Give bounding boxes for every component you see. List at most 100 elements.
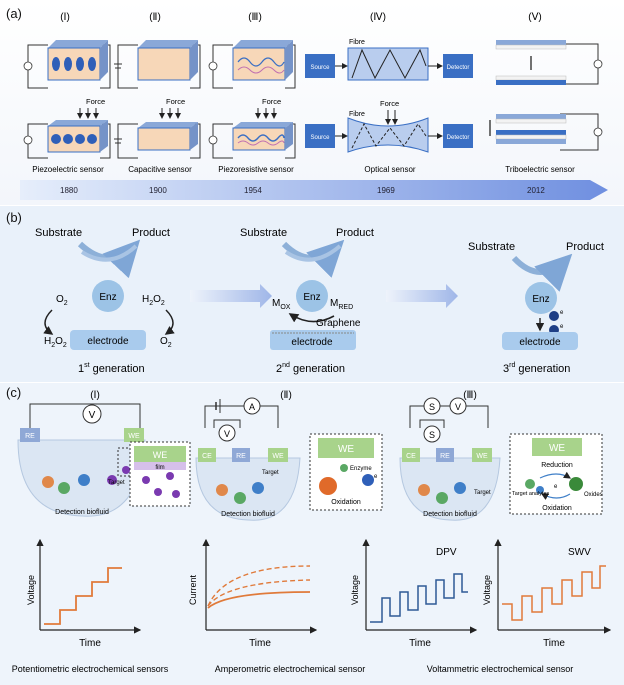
force-label-3: Force bbox=[262, 97, 281, 106]
electrode-label-2: electrode bbox=[291, 337, 333, 348]
electrode-2 bbox=[270, 330, 356, 350]
ylabel-plot-2: Current bbox=[188, 574, 198, 605]
detector-label-top: Detector bbox=[447, 65, 470, 71]
detector-label-bottom: Detector bbox=[447, 135, 470, 141]
we-label-2: WE bbox=[272, 453, 284, 460]
current-trace-dashed-2 bbox=[207, 579, 311, 607]
voltammetric-setup: (Ⅲ) S V S CE RE WE Detection biofluid Ta… bbox=[399, 390, 603, 521]
swv-label: SWV bbox=[568, 547, 591, 558]
electrode-label-3: electrode bbox=[519, 337, 561, 348]
current-trace-dashed-1 bbox=[207, 565, 311, 607]
source-meter-label-3b: S bbox=[429, 430, 435, 440]
panel-a-label: (a) bbox=[6, 6, 22, 21]
current-trace-solid bbox=[207, 591, 311, 609]
dpv-trace bbox=[370, 573, 468, 623]
electron-label-c3: e bbox=[554, 484, 558, 490]
substrate-1: Substrate bbox=[35, 227, 82, 239]
oxidation-label-3: Oxidation bbox=[542, 505, 572, 512]
c-roman-1: (Ⅰ) bbox=[90, 390, 100, 401]
we-electrode-1 bbox=[124, 428, 144, 442]
sensor-name-optical: Optical sensor bbox=[364, 165, 415, 174]
year-1969: 1969 bbox=[377, 186, 395, 195]
product-2: Product bbox=[336, 227, 374, 239]
h2o2-label-1b: H2O2 bbox=[44, 336, 67, 349]
voltmeter-2 bbox=[218, 424, 236, 442]
plot-dpv: Voltage Time DPV bbox=[350, 538, 478, 649]
detector-box-top bbox=[443, 54, 473, 78]
graphene-label: Graphene bbox=[316, 318, 361, 329]
re-label-2: RE bbox=[236, 453, 246, 460]
arrow-substrate-product-3 bbox=[511, 253, 573, 292]
voltmeter-label-3: V bbox=[455, 402, 461, 412]
panel-c-label: (c) bbox=[6, 385, 21, 400]
target-label-3: Target bbox=[474, 490, 491, 496]
ylabel-plot-3: Voltage bbox=[350, 575, 360, 605]
year-1900: 1900 bbox=[149, 186, 167, 195]
target-label-1: Target bbox=[108, 480, 125, 486]
source-label-top: Source bbox=[310, 65, 330, 71]
plot-potentiometric: Voltage Time bbox=[26, 538, 142, 649]
panel-a: (a) (Ⅰ) (Ⅱ) (Ⅲ) (Ⅳ) (Ⅴ) bbox=[0, 0, 624, 205]
generation-2: Substrate Product Enz MOX MRED Graphene … bbox=[240, 227, 374, 375]
we-label-3: WE bbox=[476, 453, 488, 460]
c-roman-3: (Ⅲ) bbox=[463, 390, 477, 401]
caption-amperometric: Amperometric electrochemical sensor bbox=[215, 664, 366, 674]
electron-label-c2: e bbox=[374, 474, 378, 480]
ce-label-2: CE bbox=[202, 453, 212, 460]
product-3: Product bbox=[566, 241, 604, 253]
year-2012: 2012 bbox=[527, 186, 545, 195]
year-1954: 1954 bbox=[244, 186, 262, 195]
ammeter bbox=[243, 397, 261, 415]
force-label-1: Force bbox=[86, 97, 105, 106]
enzyme-label: Enzyme bbox=[350, 466, 372, 472]
re-label-3: RE bbox=[440, 453, 450, 460]
detection-label-1: Detection biofluid bbox=[55, 509, 109, 516]
ammeter-label: A bbox=[249, 402, 255, 412]
voltmeter-label-1: V bbox=[89, 410, 96, 421]
panel-a-background bbox=[0, 0, 624, 205]
voltmeter-3 bbox=[449, 397, 467, 415]
sensor-name-capacitive: Capacitive sensor bbox=[128, 165, 192, 174]
enzyme-circle-2 bbox=[296, 280, 328, 312]
source-meter-3 bbox=[423, 397, 441, 415]
gen-label-2: 2nd generation bbox=[276, 362, 345, 375]
col-label-2: (Ⅱ) bbox=[149, 12, 161, 23]
potentiometric-setup: (Ⅰ) V RE WE Detection biofluid Target WE… bbox=[17, 390, 191, 517]
source-box-bottom bbox=[305, 124, 335, 148]
force-label-2: Force bbox=[166, 97, 185, 106]
plot-amperometric: Current Time bbox=[188, 538, 318, 649]
optical-diagram-top: Source Fibre Detector bbox=[305, 39, 473, 81]
re-label-1: RE bbox=[25, 433, 35, 440]
electron-label-2: e bbox=[560, 324, 564, 330]
caption-potentiometric: Potentiometric electrochemical sensors bbox=[12, 664, 169, 674]
film-label: film bbox=[155, 465, 164, 471]
c-roman-2: (Ⅱ) bbox=[280, 390, 292, 401]
year-1880: 1880 bbox=[60, 186, 78, 195]
staircase-trace bbox=[44, 567, 122, 625]
caption-voltammetric: Voltammetric electrochemical sensor bbox=[427, 664, 574, 674]
we-label-1: WE bbox=[128, 433, 140, 440]
voltmeter-label-2: V bbox=[224, 429, 230, 439]
piezoelectric-diagram-bottom bbox=[23, 108, 111, 159]
dpv-label: DPV bbox=[436, 547, 457, 558]
timeline-arrow bbox=[20, 180, 608, 200]
xlabel-plot-4: Time bbox=[543, 638, 565, 649]
fibre-label-bottom: Fibre bbox=[349, 111, 365, 118]
piezoresistive-diagram-bottom bbox=[208, 108, 296, 159]
o2-label-1: O2 bbox=[56, 294, 68, 307]
ce-label-3: CE bbox=[406, 453, 416, 460]
panel-b-label: (b) bbox=[6, 210, 22, 225]
fibre-label-top: Fibre bbox=[349, 39, 365, 46]
gen-arrow-2 bbox=[386, 284, 458, 308]
electrode-3 bbox=[502, 332, 578, 350]
mred-label: MRED bbox=[330, 298, 353, 311]
col-label-4: (Ⅳ) bbox=[370, 12, 386, 23]
capacitive-diagram-top bbox=[114, 40, 201, 89]
o2-label-1b: O2 bbox=[160, 336, 172, 349]
electrode-1 bbox=[70, 330, 146, 350]
substrate-3: Substrate bbox=[468, 241, 515, 253]
target-label-2: Target bbox=[262, 470, 279, 476]
xlabel-plot-2: Time bbox=[249, 638, 271, 649]
piezoelectric-diagram-top bbox=[23, 40, 111, 89]
enz-label-3: Enz bbox=[532, 294, 549, 305]
